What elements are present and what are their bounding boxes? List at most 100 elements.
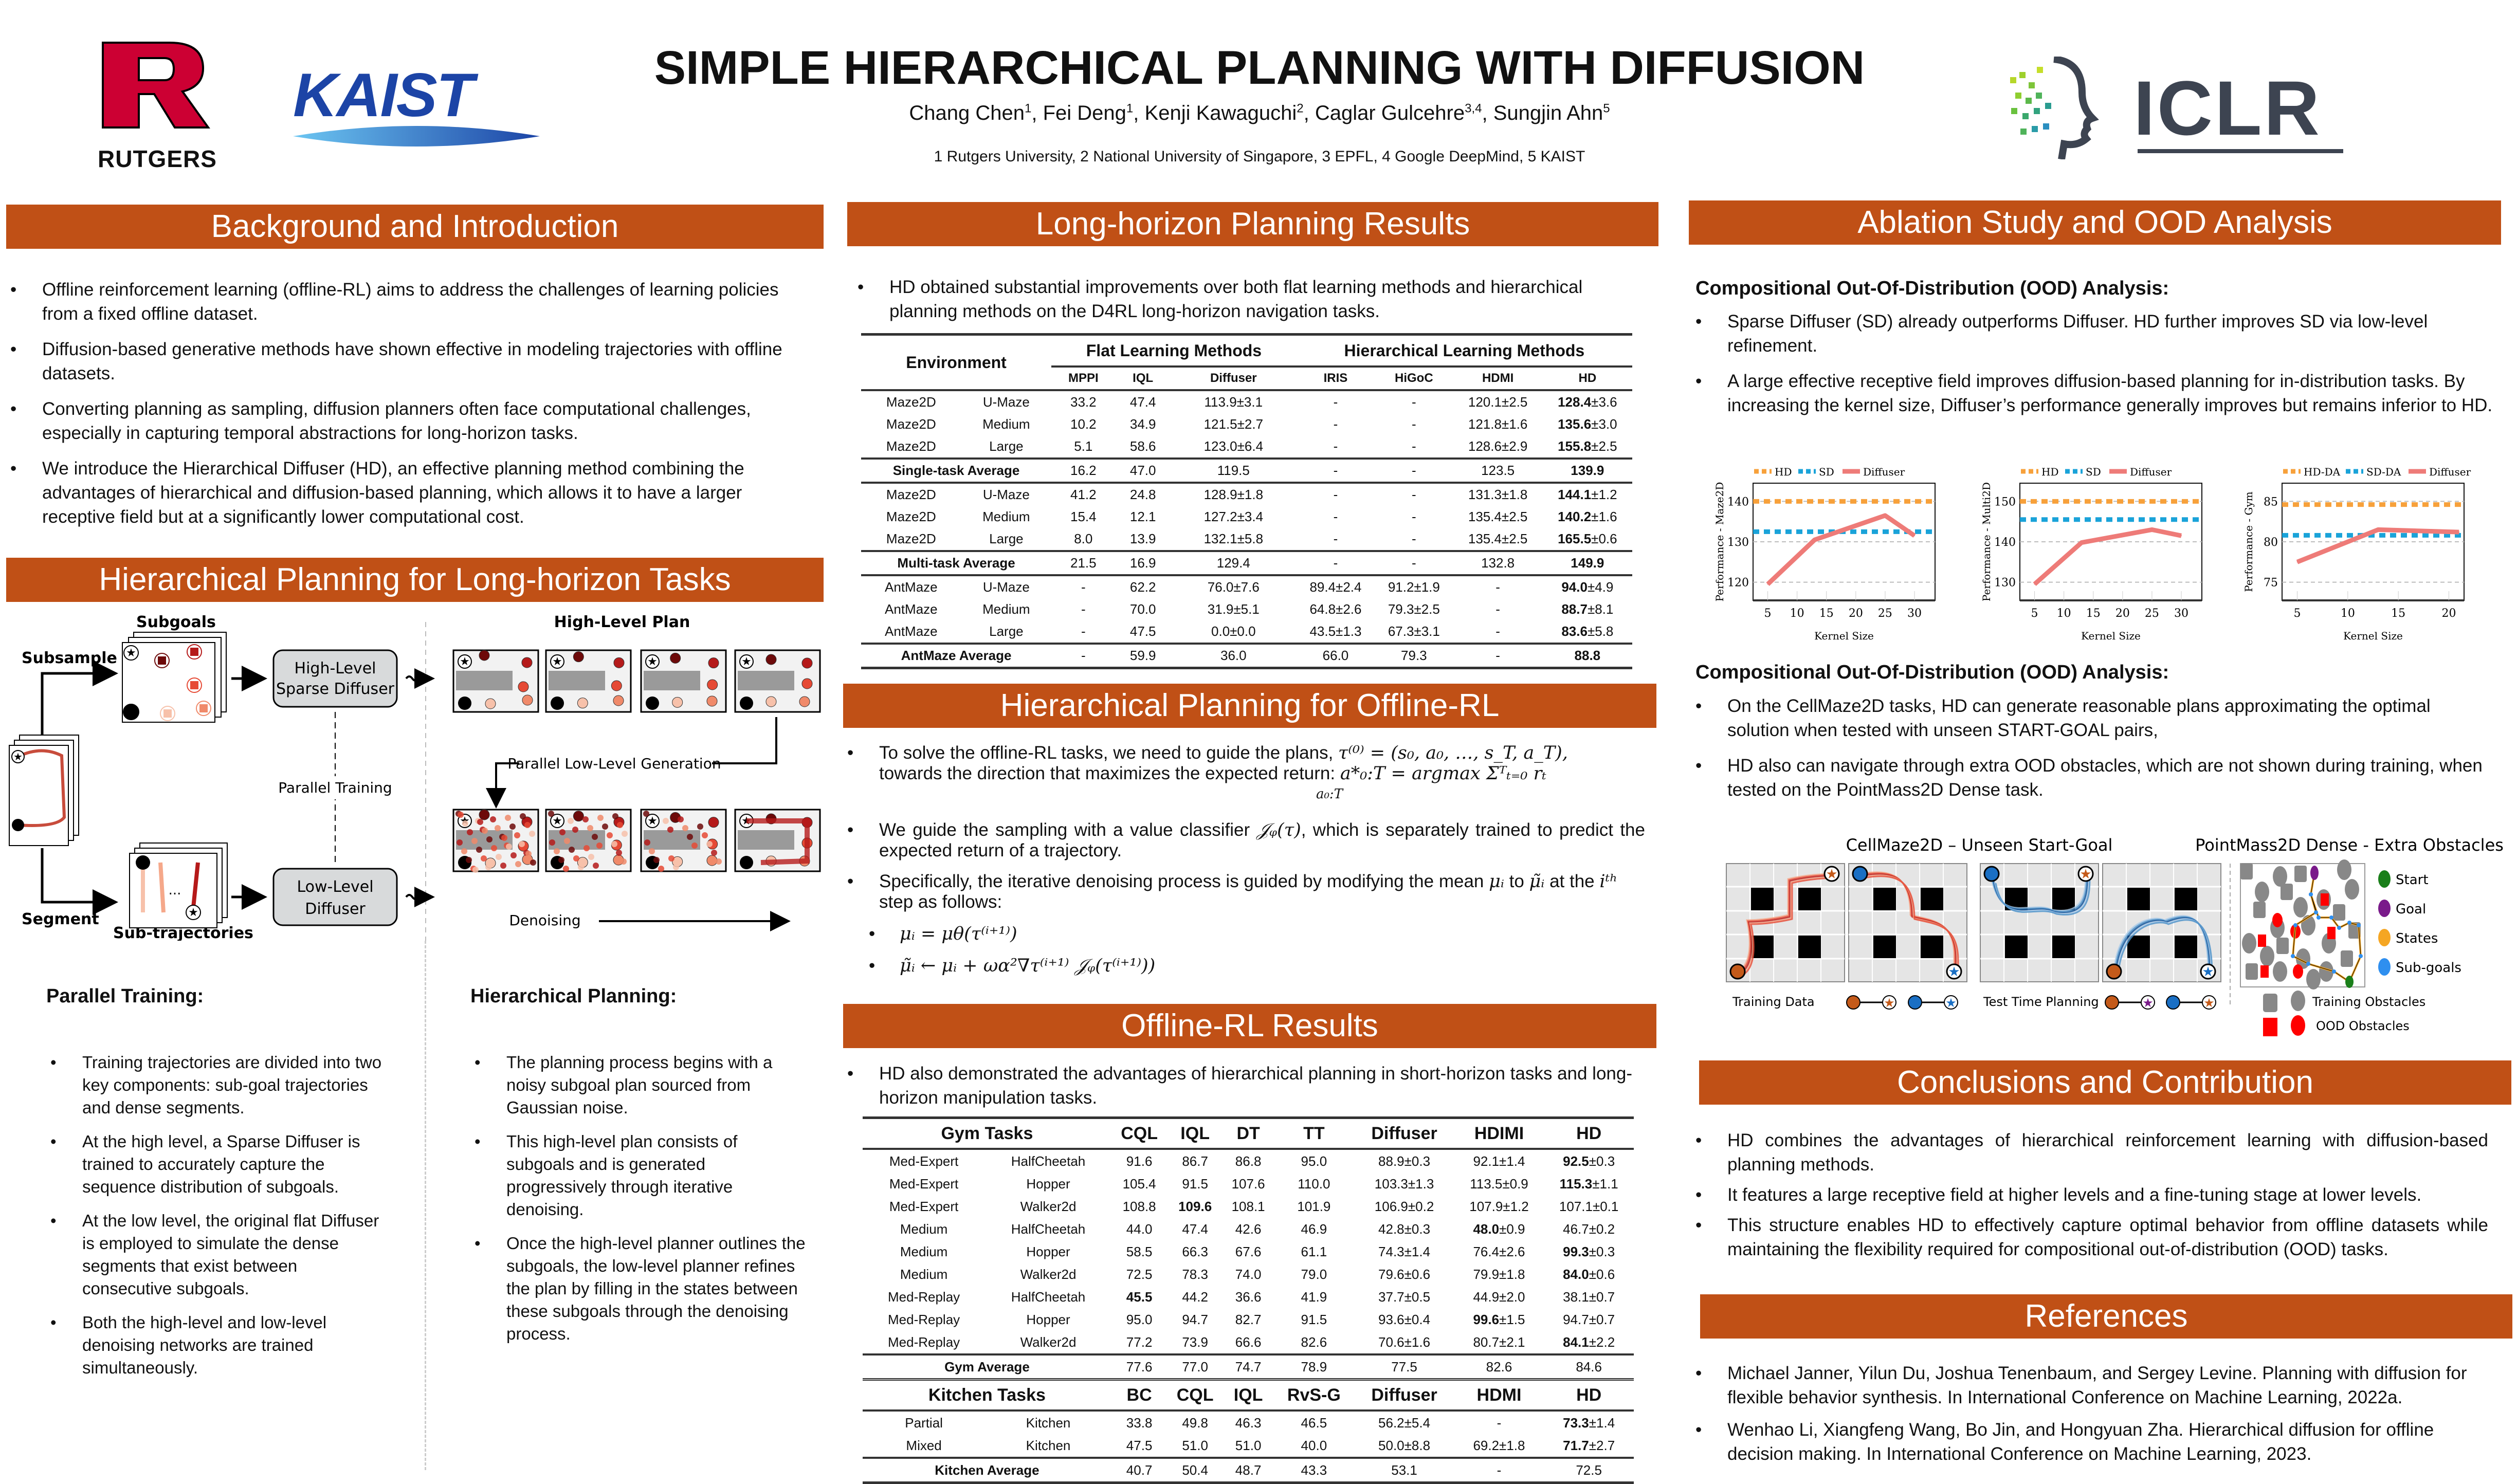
value-cell: 73.9: [1182, 1334, 1208, 1350]
author-affiliation-index: 1: [1126, 102, 1134, 116]
bullet: A large effective receptive field improv…: [1691, 369, 2493, 417]
average-label: Single-task Average: [861, 457, 1052, 483]
value-cell: 135.4±2.5: [1468, 509, 1528, 524]
bullet: • To solve the offline-RL tasks, we need…: [847, 743, 1568, 802]
value-cell: 79.3±2.5: [1388, 601, 1440, 617]
training-obstacle: [2294, 866, 2307, 882]
value-cell: 77.6: [1126, 1359, 1153, 1375]
svg-text:★: ★: [188, 906, 198, 919]
x-tick-label: 15: [1819, 607, 1834, 620]
legend-swatch: [2378, 929, 2391, 946]
poster-title: SIMPLE HIERARCHICAL PLANNING WITH DIFFUS…: [654, 42, 1865, 94]
y-tick-label: 75: [2264, 577, 2278, 590]
iclr-wordmark: ICLR: [2133, 65, 2322, 151]
value-cell: 92.1±1.4: [1473, 1153, 1525, 1169]
x-tick-label: 20: [2115, 607, 2130, 620]
svg-text:★: ★: [1948, 964, 1960, 980]
value-cell: -: [1333, 416, 1338, 432]
bullet: • We guide the sampling with a value cla…: [847, 820, 1645, 860]
column-header: TT: [1303, 1123, 1325, 1143]
x-tick-label: 25: [1878, 607, 1892, 620]
test-time-planning-label: Test Time Planning: [1983, 995, 2099, 1009]
training-obstacle: [2319, 961, 2333, 982]
cellmaze-panel: ★: [1980, 863, 2099, 982]
value-cell: 43.3: [1301, 1462, 1327, 1478]
kaist-swoosh-icon: [293, 126, 540, 146]
value-cell: 73.3±1.4: [1563, 1415, 1615, 1431]
legend-label: Diffuser: [1863, 466, 1905, 478]
value-cell: 13.9: [1129, 531, 1156, 546]
subgoal-point: [2293, 923, 2297, 927]
svg-text:Subsample: Subsample: [22, 649, 117, 667]
env-cell: AntMaze: [861, 574, 961, 598]
subgoal-point: [2329, 915, 2333, 920]
env-cell: Maze2D: [886, 509, 936, 524]
value-cell: -: [1495, 601, 1500, 617]
bullet: HD obtained substantial improvements ove…: [853, 275, 1655, 323]
subgoal-point: [2359, 954, 2363, 958]
offline-rl-results-bullets: HD also demonstrated the advantages of h…: [843, 1061, 1645, 1121]
bullet: It features a large receptive field at h…: [1691, 1183, 2488, 1207]
value-cell: -: [1333, 509, 1338, 524]
value-cell: 95.0: [1126, 1311, 1153, 1327]
data-point: [2458, 532, 2460, 533]
value-cell: 128.9±1.8: [1170, 482, 1297, 506]
trajectory: [1740, 876, 1835, 976]
value-cell: 0.0±0.0: [1211, 624, 1256, 639]
value-cell: 127.2±3.4: [1203, 509, 1264, 524]
column-header: HD: [1576, 1123, 1602, 1143]
svg-text:Parallel Low-Level Generation: Parallel Low-Level Generation: [507, 755, 721, 772]
data-point: [1767, 583, 1768, 585]
value-cell: 78.3: [1182, 1266, 1208, 1282]
column-header: IQL: [1180, 1123, 1210, 1143]
training-obstacle: [2276, 938, 2289, 954]
value-cell: 139.9: [1542, 457, 1632, 483]
start-marker: [1852, 866, 1868, 882]
svg-text:Sparse Diffuser: Sparse Diffuser: [276, 680, 395, 698]
value-cell: 15.4: [1070, 509, 1097, 524]
value-cell: 84.0±0.6: [1563, 1266, 1615, 1282]
training-data-label: Training Data: [1732, 995, 1815, 1009]
value-cell: 94.0±4.9: [1542, 574, 1632, 598]
env-cell: Maze2D: [861, 389, 961, 413]
value-cell: -: [1375, 482, 1453, 506]
maze-panel: ★: [640, 649, 727, 713]
average-label: Multi-task Average: [861, 550, 1052, 575]
value-cell: 131.3±1.8: [1453, 482, 1543, 506]
training-obstacle: [2345, 879, 2359, 900]
task-cell: Medium: [982, 416, 1030, 432]
bullet: • Specifically, the iterative denoising …: [847, 871, 1618, 912]
value-cell: 40.7: [1126, 1462, 1153, 1478]
data-point: [2151, 529, 2153, 530]
cellmaze-panel: ★: [2102, 863, 2221, 982]
env-cell: Hopper: [1026, 1243, 1070, 1259]
value-cell: 121.5±2.7: [1203, 416, 1264, 432]
legend-label: Goal: [2396, 902, 2426, 917]
data-point: [2034, 583, 2035, 585]
value-cell: -: [1412, 531, 1416, 546]
value-cell: 70.0: [1129, 601, 1156, 617]
value-cell: 12.1: [1129, 509, 1156, 524]
trajectory: [1864, 875, 1959, 976]
value-cell: 66.6: [1235, 1334, 1262, 1350]
value-cell: 45.5: [1126, 1289, 1153, 1305]
subgoal-point: [2357, 923, 2361, 927]
value-cell: 33.8: [1126, 1415, 1153, 1431]
value-cell: 140.2±1.6: [1558, 509, 1617, 524]
x-tick-label: 5: [2031, 607, 2038, 620]
svg-text:...: ...: [169, 883, 181, 898]
bullet: HD also demonstrated the advantages of h…: [843, 1061, 1645, 1110]
value-cell: 66.0: [1296, 643, 1375, 669]
value-cell: 33.2: [1051, 389, 1116, 413]
value-cell: 36.6: [1235, 1289, 1262, 1305]
subgoal-point: [2337, 926, 2341, 930]
column-header: Diffuser: [1371, 1123, 1437, 1143]
task-cell: U-Maze: [961, 482, 1052, 506]
ood-obstacle: [2327, 927, 2336, 939]
column-header: HD: [1576, 1385, 1602, 1405]
